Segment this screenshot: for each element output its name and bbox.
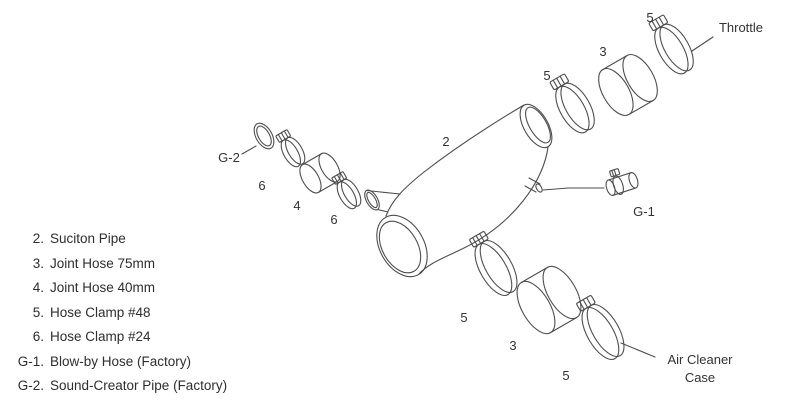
air-cleaner-case-label-line1: Air Cleaner [667,352,733,367]
hose-rim-back-ellipse [628,172,639,189]
legend-item-joint-hose-75: 3. Joint Hose 75mm [14,252,227,277]
clamp-band-back-ellipse [581,307,620,360]
hose-clamp-48-part-upper-2 [648,14,694,75]
g2-leader-line [241,145,257,155]
legend-part-number: 3. [32,255,44,271]
sound-creator-pipe-g2 [253,122,275,150]
legend-part-number: 2. [32,231,44,246]
legend-part-name: Suciton Pipe [50,231,126,246]
air-cleaner-case-label-line2: Case [685,370,715,385]
throttle-leader-line [691,36,714,52]
clamp-band-ellipse [612,175,624,195]
pipe-nipple-end-ellipse [535,183,543,193]
ring-inner-ellipse [256,125,272,147]
legend-item-hose-clamp-24: 6. Hose Clamp #24 [14,325,227,350]
hose-clamp-24-part-2 [331,171,362,210]
callout-clamp48-upper-2: 5 [646,10,653,25]
hose-clamp-48-part-upper-1 [549,73,595,134]
hose-wall-lines [520,266,578,334]
pipe-main-opening-rim-ellipse [376,214,428,278]
callout-clamp48-upper-1: 5 [543,68,550,83]
callout-sound-creator-g2: G-2 [218,150,240,165]
legend-part-name: Sound-Creator Pipe (Factory) [50,378,228,393]
callout-hose75-upper: 3 [599,44,606,59]
callout-suction-pipe: 2 [442,134,449,149]
throttle-label: Throttle [719,20,763,35]
clamp-screw-slots [333,172,345,184]
ring-outer-ellipse [253,122,275,150]
callout-blow-by-g1: G-1 [633,204,655,219]
hose-rim-front-ellipse [605,179,616,196]
legend-part-number: 4. [32,280,44,295]
clamp-screw-slots [277,130,289,142]
legend-item-hose-clamp-48: 5. Hose Clamp #48 [14,301,227,326]
callout-hose40: 4 [293,198,300,213]
pipe-inlet-bore-ellipse [366,191,378,209]
air-cleaner-leader-line [620,342,656,358]
joint-hose-75-upper [598,54,658,116]
legend-part-name: Blow-by Hose (Factory) [50,353,192,369]
clamp-band-front-ellipse [586,304,625,357]
clamp-band-front-ellipse [479,240,518,293]
clamp-screw-slots [651,16,665,30]
clamp-screw-slots [552,75,566,89]
hose-clamp-24-part-1 [275,129,306,168]
clamp-screw-slots [579,297,592,310]
pipe-body-top-edge [385,104,525,217]
pipe-inlet-neck-lines [365,189,401,213]
legend-item-suction-pipe: 2. Suciton Pipe [14,227,227,252]
callout-clamp48-lower-2: 5 [562,368,569,383]
callout-clamp48-lower-1: 5 [460,310,467,325]
legend-part-name: Hose Clamp #48 [50,304,151,320]
callout-clamp24-1: 6 [258,178,265,193]
parts-legend: 2. Suciton Pipe 3. Joint Hose 75mm 4. Jo… [14,227,227,399]
legend-part-number: 5. [32,304,44,320]
legend-part-name: Joint Hose 75mm [50,255,156,271]
legend-part-number: 6. [32,329,44,344]
legend-item-joint-hose-40: 4. Joint Hose 40mm [14,276,227,301]
legend-part-number: G-1. [17,353,44,369]
hose-wall-lines [607,172,637,196]
legend-item-sound-creator-pipe: G-2. Sound-Creator Pipe (Factory) [14,374,227,399]
suction-pipe [364,103,553,278]
hose-wall-lines [602,54,654,116]
legend-part-name: Joint Hose 40mm [50,280,156,295]
pipe-main-opening-bore-ellipse [378,220,422,274]
pipe-body-bottom-edge [418,146,549,275]
legend-part-number: G-2. [17,378,44,393]
callout-hose75-lower: 3 [509,338,516,353]
legend-part-name: Hose Clamp #24 [50,329,151,344]
clamp-band-back-ellipse [474,243,513,296]
callout-clamp24-2: 6 [330,212,337,227]
blow-by-hose-g1 [605,168,639,196]
legend-item-blow-by-hose: G-1. Blow-by Hose (Factory) [14,350,227,375]
pipe-outlet-bore-ellipse [525,106,551,144]
clamp-screw-slots [611,169,617,177]
g1-leader-line [542,187,605,191]
hose-wall-lines [301,153,339,193]
pipe-nipple-lines [524,177,541,193]
hose-clamp-48-part-lower-1 [469,231,518,296]
clamp-screw-slots [472,233,485,246]
joint-hose-75-lower [516,265,582,335]
hose-clamp-48-part-lower-2 [576,295,625,360]
